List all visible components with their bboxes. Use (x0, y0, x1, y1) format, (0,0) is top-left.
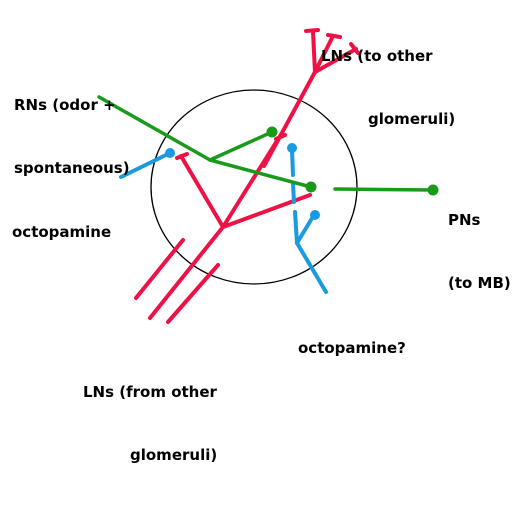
diagram-canvas (97, 28, 439, 324)
rn-label: RNs (odor + spontaneous) (14, 53, 130, 221)
ln-branch (313, 47, 358, 74)
octopamine-left-label-text: octopamine (12, 223, 112, 241)
ln-top-label-line1: LNs (to other (321, 47, 433, 65)
ln-branch (311, 30, 317, 74)
octopamine-right-fiber (293, 210, 299, 245)
ln-branch (313, 34, 335, 74)
pn-label: PNs (to MB) (448, 168, 511, 336)
octopamine-right-label: octopamine? (298, 296, 406, 401)
pn-terminal (305, 181, 317, 193)
octopamine-right-fiber (295, 241, 328, 294)
rn-fiber (208, 130, 274, 162)
octopamine-left-fiber (119, 151, 172, 179)
ln-bottom-label-line1: LNs (from other (83, 383, 217, 401)
ln-top-label: LNs (to other glomeruli) (321, 4, 455, 172)
octopamine-terminal (310, 210, 320, 220)
ln-branch (166, 263, 220, 324)
ln-branch (134, 238, 185, 300)
octopamine-network (119, 148, 328, 294)
ln-branch (262, 70, 317, 168)
octopamine-right-fiber (295, 213, 316, 245)
octopamine-right-fiber (290, 148, 295, 177)
ln-tip (326, 33, 342, 39)
octopamine-terminal (165, 148, 175, 158)
ln-top-label-line2: glomeruli) (368, 110, 456, 128)
octopamine-left-label: octopamine (12, 180, 111, 285)
octopamine-right-label-text: octopamine? (298, 339, 406, 357)
rn-pn-network (97, 95, 435, 192)
ln-branch (148, 225, 225, 320)
pn-terminal (427, 184, 439, 196)
rn-label-line2: spontaneous) (14, 159, 130, 177)
rn-fiber (208, 158, 313, 189)
glomerulus-diagram: LNs (to other glomeruli) RNs (odor + spo… (12, 4, 511, 464)
ln-tip (274, 133, 287, 141)
octopamine-right-fiber (291, 181, 296, 204)
ln-bottom-label: LNs (from other glomeruli) (83, 340, 217, 508)
ln-tip (175, 152, 189, 160)
ln-network (134, 28, 360, 324)
pn-fiber (333, 187, 435, 192)
ln-tip (349, 42, 360, 55)
ln-bottom-label-line2: glomeruli) (130, 446, 218, 464)
ln-branch (179, 154, 225, 229)
octopamine-terminal (287, 143, 297, 153)
rn-terminal (266, 126, 278, 138)
rn-label-line1: RNs (odor + (14, 96, 116, 114)
rn-pn-terminals (266, 126, 439, 196)
glomerulus-outline (150, 89, 358, 285)
pn-label-line1: PNs (448, 211, 481, 229)
rn-fiber (97, 95, 212, 162)
octopamine-terminals (165, 143, 320, 220)
pn-label-line2: (to MB) (448, 274, 511, 292)
ln-tip (304, 28, 320, 33)
